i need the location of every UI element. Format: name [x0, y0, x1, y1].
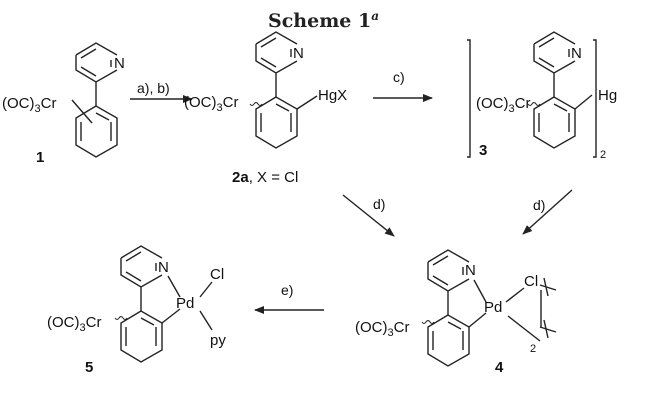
py-ligand: py — [210, 332, 226, 349]
n-atom: N — [571, 45, 582, 62]
cr-fragment-3: (OC)3Cr — [476, 95, 530, 115]
compound-4-structure: N Pd Cl 2 — [421, 249, 557, 367]
hgx-group: HgX — [318, 87, 347, 104]
pd-atom: Pd — [484, 299, 502, 316]
compound-label-1: 1 — [36, 149, 44, 166]
n-atom: N — [465, 262, 476, 279]
cr-fragment-5: (OC)3Cr — [47, 314, 101, 334]
cr-fragment-4: (OC)3Cr — [355, 319, 409, 339]
arrow-condition-c: c) — [393, 69, 405, 85]
dimer-subscript: 2 — [530, 343, 536, 355]
cl-atom: Cl — [210, 266, 224, 283]
n-atom: N — [114, 55, 125, 72]
compound-5-structure: N Pd Cl py — [114, 245, 226, 363]
compound-label-5: 5 — [85, 359, 93, 376]
compound-label-2a: 2a, X = Cl — [232, 169, 298, 186]
arrow-condition-e: e) — [281, 282, 293, 298]
compound-2a-structure: N HgX — [249, 31, 347, 149]
arrow-condition-d1: d) — [373, 196, 385, 212]
compound-label-4: 4 — [495, 359, 504, 376]
n-atom: N — [293, 45, 304, 62]
compound-3-structure: N Hg 2 — [467, 31, 617, 161]
n-atom: N — [158, 259, 169, 276]
scheme-title: Scheme 1a — [268, 9, 379, 32]
compound-1-structure: N — [71, 42, 125, 158]
bracket-subscript: 2 — [600, 149, 606, 161]
hg-atom: Hg — [598, 87, 617, 104]
cr-fragment-2a: (OC)3Cr — [184, 94, 238, 114]
cr-fragment-1: (OC)3Cr — [2, 95, 56, 115]
compound-label-3: 3 — [479, 142, 487, 159]
pd-atom: Pd — [176, 295, 194, 312]
cl-atom: Cl — [524, 273, 538, 290]
arrow-condition-a: a), b) — [137, 80, 170, 96]
arrow-condition-d2: d) — [533, 197, 545, 213]
